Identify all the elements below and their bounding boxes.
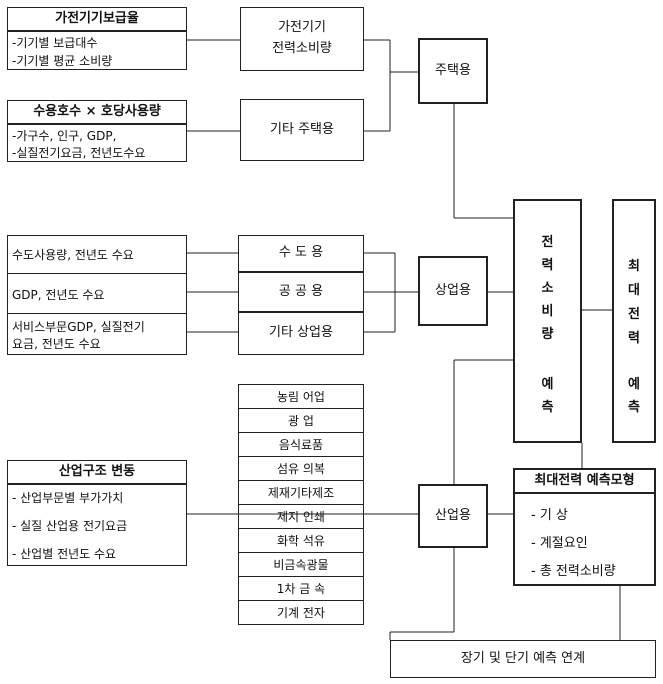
consumption-char-2: 력: [541, 258, 554, 273]
other-residential-box: 기타 주택용: [240, 99, 364, 161]
commercial-input-gdp: GDP, 전년도 수요: [12, 288, 105, 302]
consumption-char-5: 량: [541, 327, 554, 342]
industry-structure-line-3: - 산업별 전년도 수요: [12, 547, 117, 561]
consumption-forecast-char-1: 예: [541, 377, 554, 392]
households-box: 수용호수 × 호당사용량 -가구수, 인구, GDP, -실질전기요금, 전년도…: [7, 100, 187, 162]
sector-water-box: 수 도 용: [238, 235, 364, 272]
peak-model-item-2: - 계절요인: [531, 536, 588, 551]
commercial-input-water: 수도사용량, 전년도 수요: [12, 248, 134, 262]
industry-sector-2: 광 업: [238, 408, 364, 432]
industry-structure-line-1: - 산업부문별 부가가치: [12, 491, 124, 505]
peak-forecast-box: 최 대 전 력 예 측: [612, 199, 656, 443]
appliance-power-box: 가전기기 전력소비량: [240, 7, 364, 71]
consumption-forecast-char-2: 측: [541, 400, 554, 415]
home-appliance-title: 가전기기보급율: [8, 8, 186, 32]
peak-model-title: 최대전력 예측모형: [515, 470, 654, 494]
sector-water-label: 수 도 용: [278, 245, 324, 261]
industry-sector-1: 농림 어업: [238, 384, 364, 408]
industry-sector-8: 비금속광물: [238, 552, 364, 576]
link-box: 장기 및 단기 예측 연계: [390, 640, 656, 678]
consumption-char-3: 소: [541, 281, 554, 296]
industry-sector-5: 제재기타제조: [238, 480, 364, 504]
peak-char-2: 대: [628, 283, 640, 298]
sector-public-box: 공 공 용: [238, 272, 364, 312]
home-appliance-box: 가전기기보급율 -기기별 보급대수 -기기별 평균 소비량: [7, 7, 187, 70]
sector-public-label: 공 공 용: [278, 283, 324, 299]
sector-other-commercial-box: 기타 상업용: [238, 312, 364, 355]
industry-sector-6: 제지 인쇄: [238, 504, 364, 528]
peak-char-4: 력: [628, 331, 640, 346]
industry-sector-9: 1차 금 속: [238, 576, 364, 600]
commercial-inputs-box: 수도사용량, 전년도 수요 GDP, 전년도 수요 서비스부문GDP, 실질전기…: [7, 235, 187, 355]
consumption-forecast-box: 전 력 소 비 량 예 측: [513, 199, 582, 443]
industry-stack-bottom: [238, 624, 364, 625]
appliance-power-line-1: 가전기기: [278, 20, 326, 36]
residential-label: 주택용: [435, 62, 471, 78]
peak-model-box: 최대전력 예측모형 - 기 상 - 계절요인 - 총 전력소비량: [513, 468, 656, 586]
commercial-input-service-2: 요금, 전년도 수요: [12, 337, 101, 351]
commercial-input-service-1: 서비스부문GDP, 실질전기: [12, 320, 145, 334]
commercial-box: 상업용: [418, 256, 488, 326]
consumption-char-1: 전: [541, 235, 554, 250]
peak-char-1: 최: [628, 259, 640, 274]
industry-sector-7: 화학 석유: [238, 528, 364, 552]
home-appliance-line-2: -기기별 평균 소비량: [12, 54, 113, 68]
sector-other-commercial-label: 기타 상업용: [269, 325, 333, 341]
peak-forecast-char-2: 측: [628, 400, 640, 415]
other-residential-label: 기타 주택용: [270, 121, 334, 137]
appliance-power-line-2: 전력소비량: [272, 41, 332, 56]
peak-model-item-1: - 기 상: [531, 508, 568, 523]
industrial-box: 산업용: [418, 484, 488, 548]
industry-structure-title: 산업구조 변동: [8, 461, 186, 485]
link-label: 장기 및 단기 예측 연계: [460, 650, 586, 666]
home-appliance-line-1: -기기별 보급대수: [12, 36, 98, 50]
industry-sector-4: 섬유 의복: [238, 456, 364, 480]
peak-forecast-char-1: 예: [628, 377, 640, 392]
households-title: 수용호수 × 호당사용량: [8, 101, 186, 125]
industry-structure-line-2: - 실질 산업용 전기요금: [12, 519, 128, 533]
industry-sector-10: 기계 전자: [238, 600, 364, 624]
peak-model-item-3: - 총 전력소비량: [531, 564, 616, 579]
commercial-label: 상업용: [435, 282, 471, 298]
industrial-label: 산업용: [435, 507, 471, 523]
peak-char-3: 전: [628, 307, 640, 322]
industry-structure-box: 산업구조 변동 - 산업부문별 부가가치 - 실질 산업용 전기요금 - 산업별…: [7, 460, 187, 566]
industry-sector-3: 음식료품: [238, 432, 364, 456]
residential-box: 주택용: [418, 38, 488, 104]
households-line-1: -가구수, 인구, GDP,: [12, 129, 117, 143]
consumption-char-4: 비: [541, 304, 554, 319]
households-line-2: -실질전기요금, 전년도수요: [12, 146, 146, 160]
